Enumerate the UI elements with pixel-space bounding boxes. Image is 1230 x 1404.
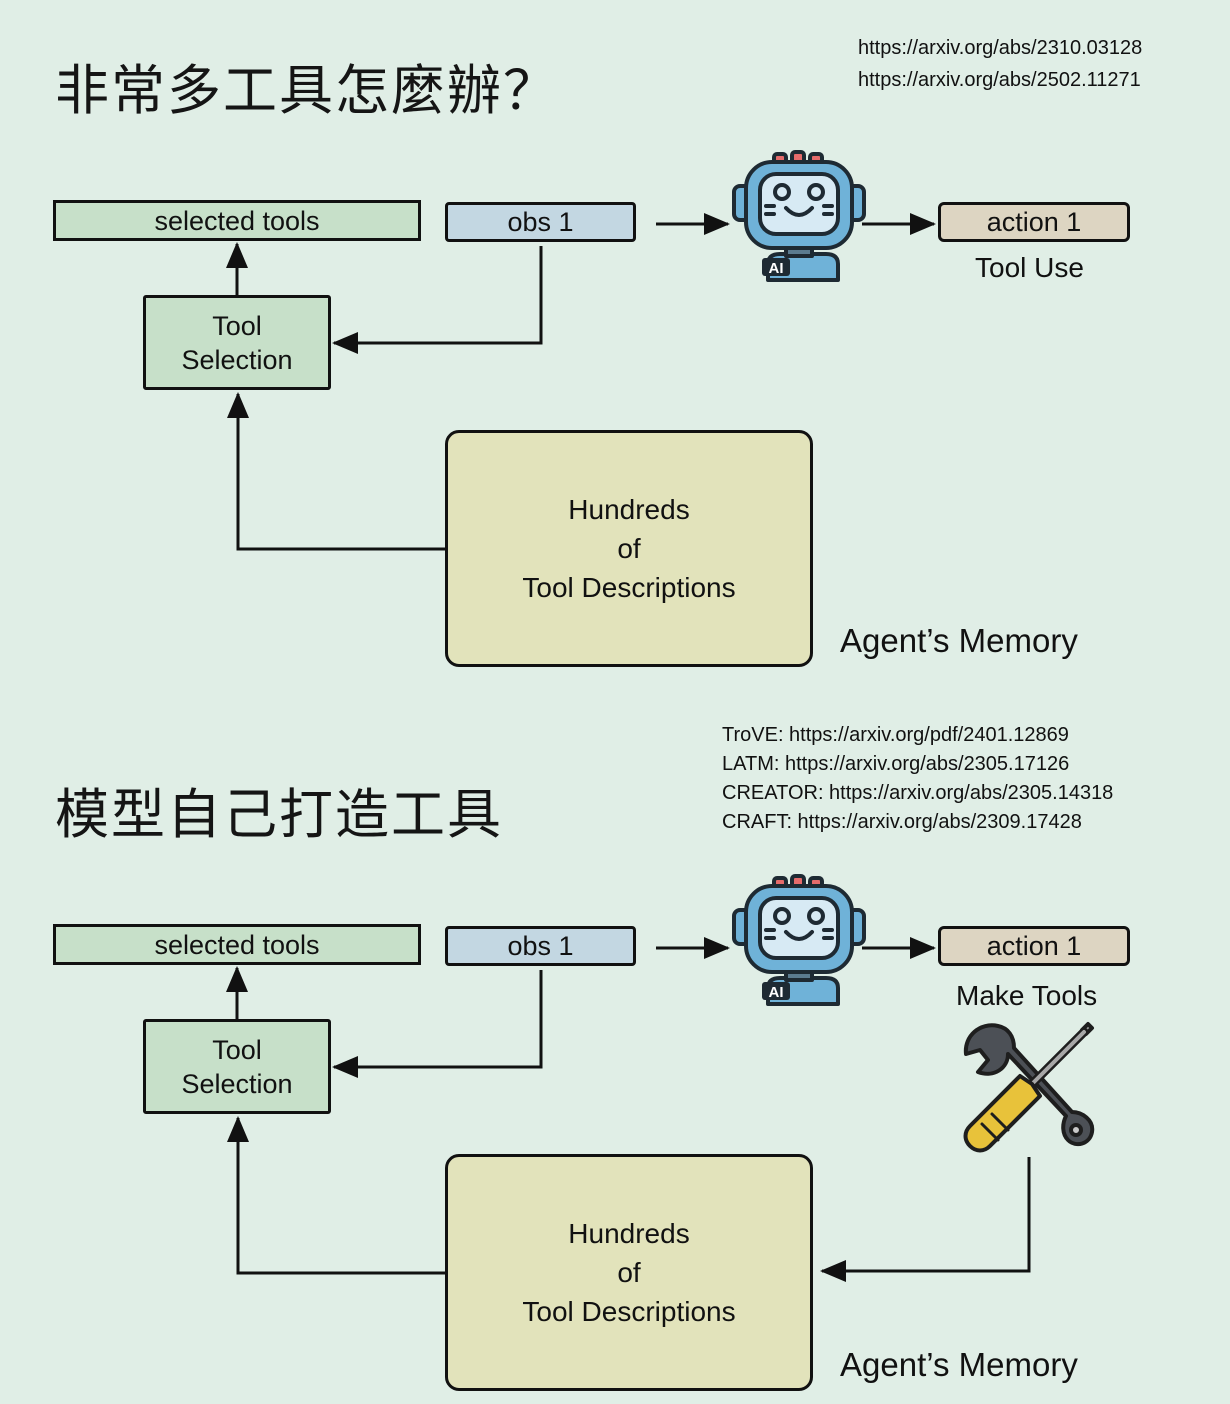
section1-references: https://arxiv.org/abs/2310.03128 https:/… <box>858 32 1142 96</box>
section2-title: 模型自己打造工具 <box>55 783 503 846</box>
reference-link[interactable]: TroVE: https://arxiv.org/pdf/2401.12869 <box>722 724 1069 746</box>
agent-memory-label: Agent’s Memory <box>840 622 1078 659</box>
tool-descriptions-box: Hundreds of Tool Descriptions <box>445 1154 813 1391</box>
action-box: action 1 <box>938 202 1130 242</box>
selected-tools-box: selected tools <box>53 924 421 965</box>
obs-box: obs 1 <box>445 926 636 966</box>
action-box: action 1 <box>938 926 1130 966</box>
robot-badge-text: AI <box>769 984 784 1001</box>
robot-icon: AI <box>732 150 866 282</box>
reference-link[interactable]: CRAFT: https://arxiv.org/abs/2309.17428 <box>722 811 1082 833</box>
selected-tools-box: selected tools <box>53 200 421 241</box>
arrow-obs-to-selection <box>332 246 543 354</box>
section1-title: 非常多工具怎麼辦？ <box>55 59 559 122</box>
reference-link[interactable]: https://arxiv.org/abs/2310.03128 <box>858 37 1143 59</box>
reference-link[interactable]: CREATOR: https://arxiv.org/abs/2305.1431… <box>722 782 1114 804</box>
reference-link[interactable]: https://arxiv.org/abs/2502.11271 <box>858 69 1141 91</box>
robot-icon: AI <box>732 874 866 1006</box>
action-caption: Tool Use <box>975 252 1084 283</box>
agent-memory-label: Agent’s Memory <box>840 1346 1078 1383</box>
arrow-memory-to-selection <box>227 1116 447 1275</box>
arrow-obs-to-selection <box>332 970 543 1078</box>
arrow-tools-to-memory <box>820 1157 1031 1282</box>
obs-box: obs 1 <box>445 202 636 242</box>
wrench-screwdriver-icon <box>963 1022 1095 1153</box>
tool-selection-box: Tool Selection <box>143 1019 331 1114</box>
reference-link[interactable]: LATM: https://arxiv.org/abs/2305.17126 <box>722 753 1070 775</box>
action-caption: Make Tools <box>956 980 1098 1011</box>
tool-selection-box: Tool Selection <box>143 295 331 390</box>
section2-references: TroVE: https://arxiv.org/pdf/2401.12869 … <box>722 721 1113 837</box>
tool-descriptions-box: Hundreds of Tool Descriptions <box>445 430 813 667</box>
robot-badge-text: AI <box>769 260 784 277</box>
arrow-memory-to-selection <box>227 392 447 551</box>
